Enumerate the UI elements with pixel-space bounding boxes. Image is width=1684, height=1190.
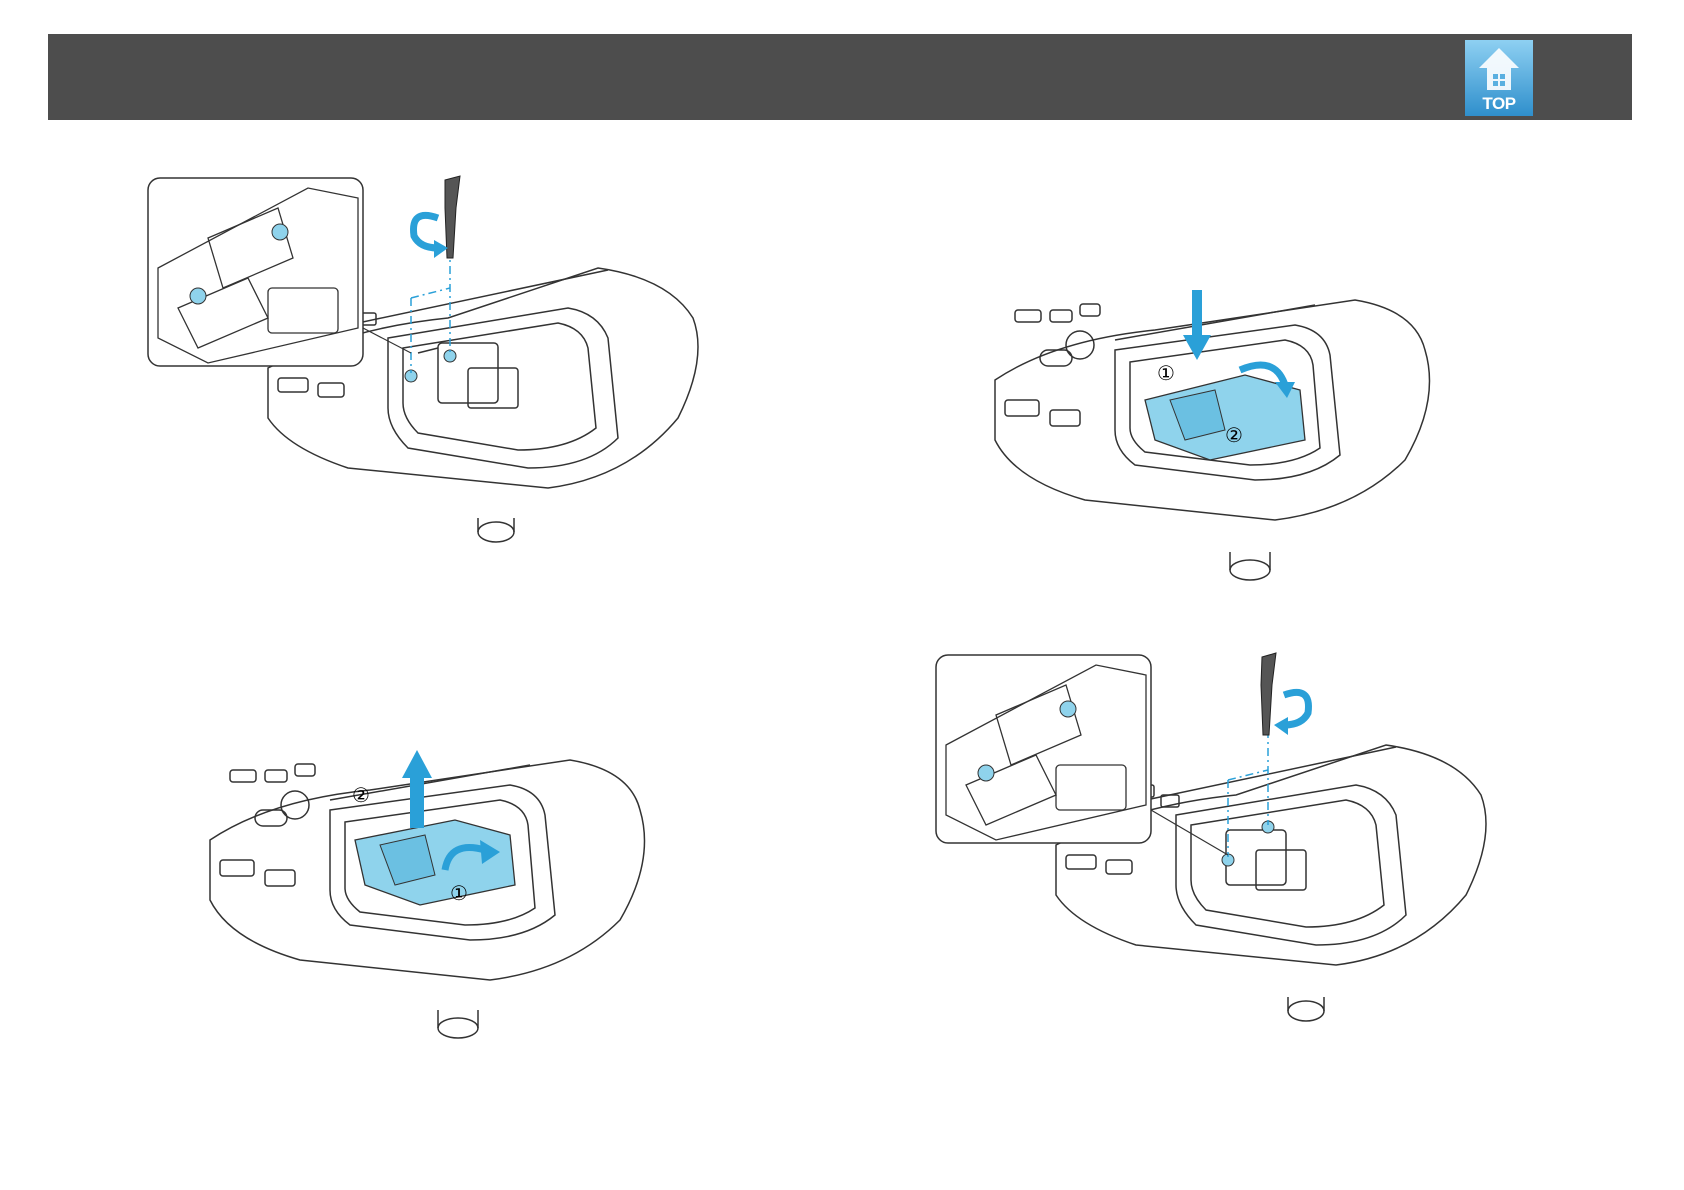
screwdriver-icon: [1261, 653, 1276, 735]
projector-illustration: ② ①: [210, 750, 650, 1050]
detail-inset: [936, 655, 1151, 843]
figure-pull-out-lamp: ② ①: [210, 750, 650, 1050]
projector-illustration: [148, 178, 708, 558]
top-button[interactable]: TOP: [1465, 40, 1533, 116]
rotate-arrow-icon: [414, 215, 449, 258]
top-label: TOP: [1465, 94, 1533, 114]
figure-tighten-screw: [936, 655, 1496, 1035]
detail-inset: [148, 178, 363, 366]
callout-1: ①: [450, 883, 468, 905]
callout-2: ②: [1225, 425, 1243, 447]
projector-illustration: [936, 655, 1496, 1035]
up-arrow-icon: [402, 750, 432, 828]
screwdriver-icon: [445, 176, 460, 258]
projector-illustration: ① ②: [995, 290, 1435, 590]
figure-remove-screw: [148, 178, 708, 558]
lamp-unit-highlight: [355, 820, 515, 905]
callout-1: ①: [1157, 363, 1175, 385]
callout-2: ②: [352, 785, 370, 807]
figure-insert-lamp: ① ②: [995, 290, 1435, 590]
rotate-arrow-icon: [1274, 692, 1309, 735]
header-bar: [48, 34, 1632, 120]
